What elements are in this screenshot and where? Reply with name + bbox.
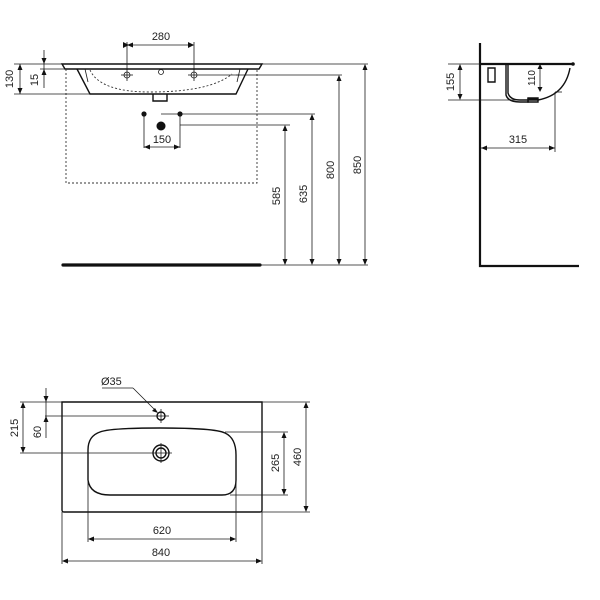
waste-outlet	[152, 94, 168, 102]
basin-body	[76, 68, 249, 95]
dim-underside-height: 800	[325, 161, 337, 179]
dim-bowl-depth-plan: 265	[270, 454, 282, 472]
countertop-outline	[61, 401, 263, 513]
cabinet-outline	[65, 69, 258, 184]
tap-hole-icon	[153, 409, 169, 423]
dim-side-height: 155	[445, 73, 457, 91]
dim-bowl-width: 620	[153, 525, 171, 537]
overflow-hole-icon	[158, 69, 164, 75]
dim-tap-spacing: 280	[152, 31, 170, 43]
front-view: 280 130 15 150 585 635 800	[4, 31, 368, 267]
bowl-hidden-line	[89, 69, 233, 93]
tap-hole-left-icon	[121, 69, 133, 81]
dim-overall-depth: 460	[292, 448, 304, 466]
dim-waste-spacing: 150	[153, 134, 171, 146]
dim-tap-hole-diameter: Ø35	[101, 376, 122, 388]
dim-waste-height: 635	[298, 185, 310, 203]
dim-tap-from-back: 60	[32, 426, 44, 438]
dim-bowl-depth: 110	[527, 70, 538, 86]
waste-drain-icon	[150, 443, 172, 463]
dim-rim-thickness: 15	[29, 74, 41, 86]
dim-supply-height: 585	[271, 187, 283, 205]
basin-rim	[60, 63, 264, 70]
waste-point-icon	[156, 121, 166, 131]
plan-view: Ø35 215 60 265 460 620 840	[9, 376, 310, 564]
dim-wall-to-waste: 315	[509, 134, 527, 146]
dim-overall-width: 840	[152, 547, 170, 559]
dim-rim-height: 850	[352, 156, 364, 174]
dim-basin-height: 130	[4, 70, 16, 88]
wall-and-floor	[478, 43, 579, 268]
side-view: 155 110 315	[445, 43, 579, 268]
dim-waste-from-back: 215	[9, 419, 21, 437]
tap-hole-right-icon	[188, 69, 200, 81]
side-bowl	[507, 64, 571, 101]
